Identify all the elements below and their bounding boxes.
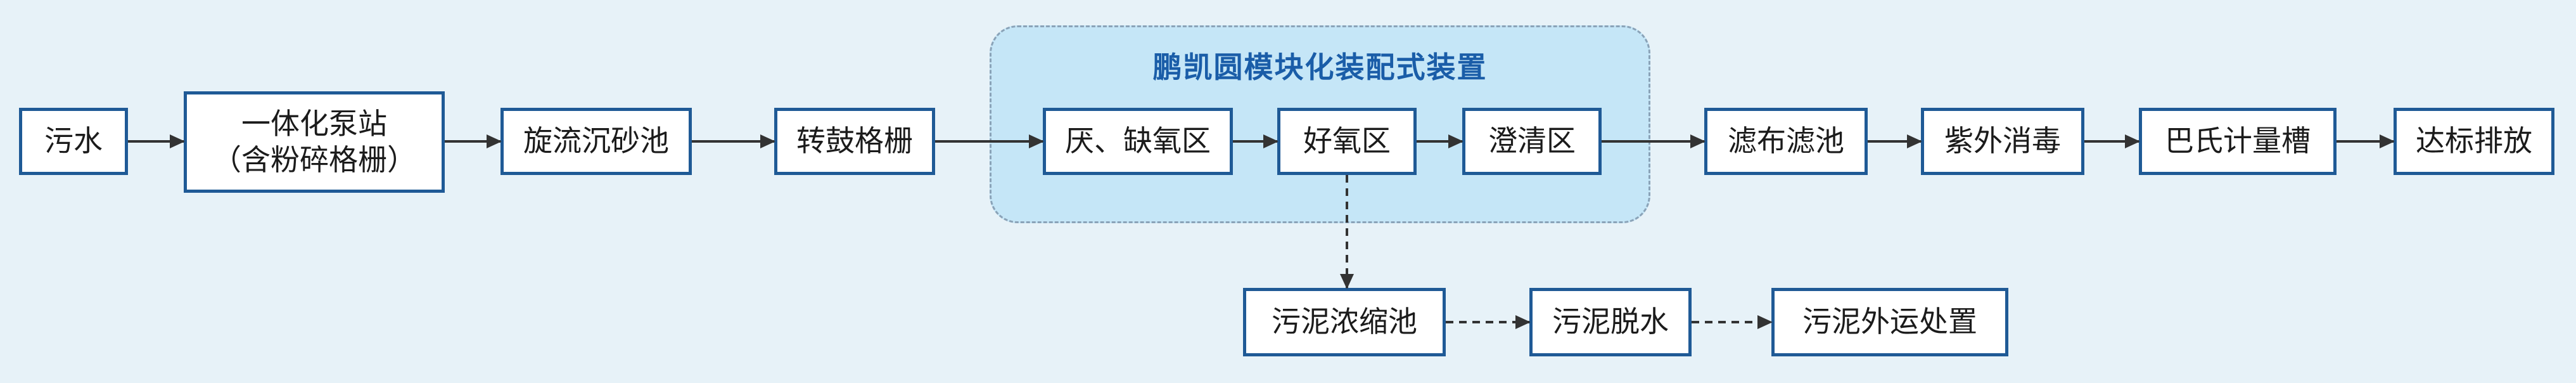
node-sludge-thickener-label: 污泥浓缩池 xyxy=(1272,304,1417,339)
node-drum-screen-label: 转鼓格栅 xyxy=(796,124,913,159)
node-drum-screen: 转鼓格栅 xyxy=(774,108,935,175)
node-aerobic-zone-label: 好氧区 xyxy=(1303,124,1391,159)
node-discharge-label: 达标排放 xyxy=(2416,124,2532,159)
node-grit-chamber: 旋流沉砂池 xyxy=(501,108,692,175)
modular-unit-title: 鹏凯圆模块化装配式装置 xyxy=(1152,50,1488,84)
node-sludge-dewatering-label: 污泥脱水 xyxy=(1552,304,1669,339)
node-clarifier-zone-label: 澄清区 xyxy=(1488,124,1576,159)
node-parshall-flume: 巴氏计量槽 xyxy=(2139,108,2337,175)
node-uv-disinfection: 紫外消毒 xyxy=(1921,108,2084,175)
node-sludge-disposal-label: 污泥外运处置 xyxy=(1802,304,1977,339)
node-anoxic-zone: 厌、缺氧区 xyxy=(1043,108,1233,175)
node-cloth-filter-label: 滤布滤池 xyxy=(1728,124,1844,159)
node-aerobic-zone: 好氧区 xyxy=(1277,108,1417,175)
node-sewage: 污水 xyxy=(19,108,128,175)
node-sludge-thickener: 污泥浓缩池 xyxy=(1243,288,1446,356)
node-anoxic-zone-label: 厌、缺氧区 xyxy=(1065,124,1211,159)
node-clarifier-zone: 澄清区 xyxy=(1462,108,1602,175)
node-pump-station-label: 一体化泵站 （含粉碎格栅） xyxy=(212,106,416,178)
node-parshall-flume-label: 巴氏计量槽 xyxy=(2165,124,2311,159)
node-sludge-disposal: 污泥外运处置 xyxy=(1771,288,2008,356)
node-discharge: 达标排放 xyxy=(2394,108,2554,175)
node-pump-station: 一体化泵站 （含粉碎格栅） xyxy=(184,91,445,193)
node-sludge-dewatering: 污泥脱水 xyxy=(1529,288,1692,356)
node-grit-chamber-label: 旋流沉砂池 xyxy=(523,124,669,159)
node-uv-disinfection-label: 紫外消毒 xyxy=(1944,124,2061,159)
node-sewage-label: 污水 xyxy=(44,124,103,159)
node-cloth-filter: 滤布滤池 xyxy=(1704,108,1868,175)
